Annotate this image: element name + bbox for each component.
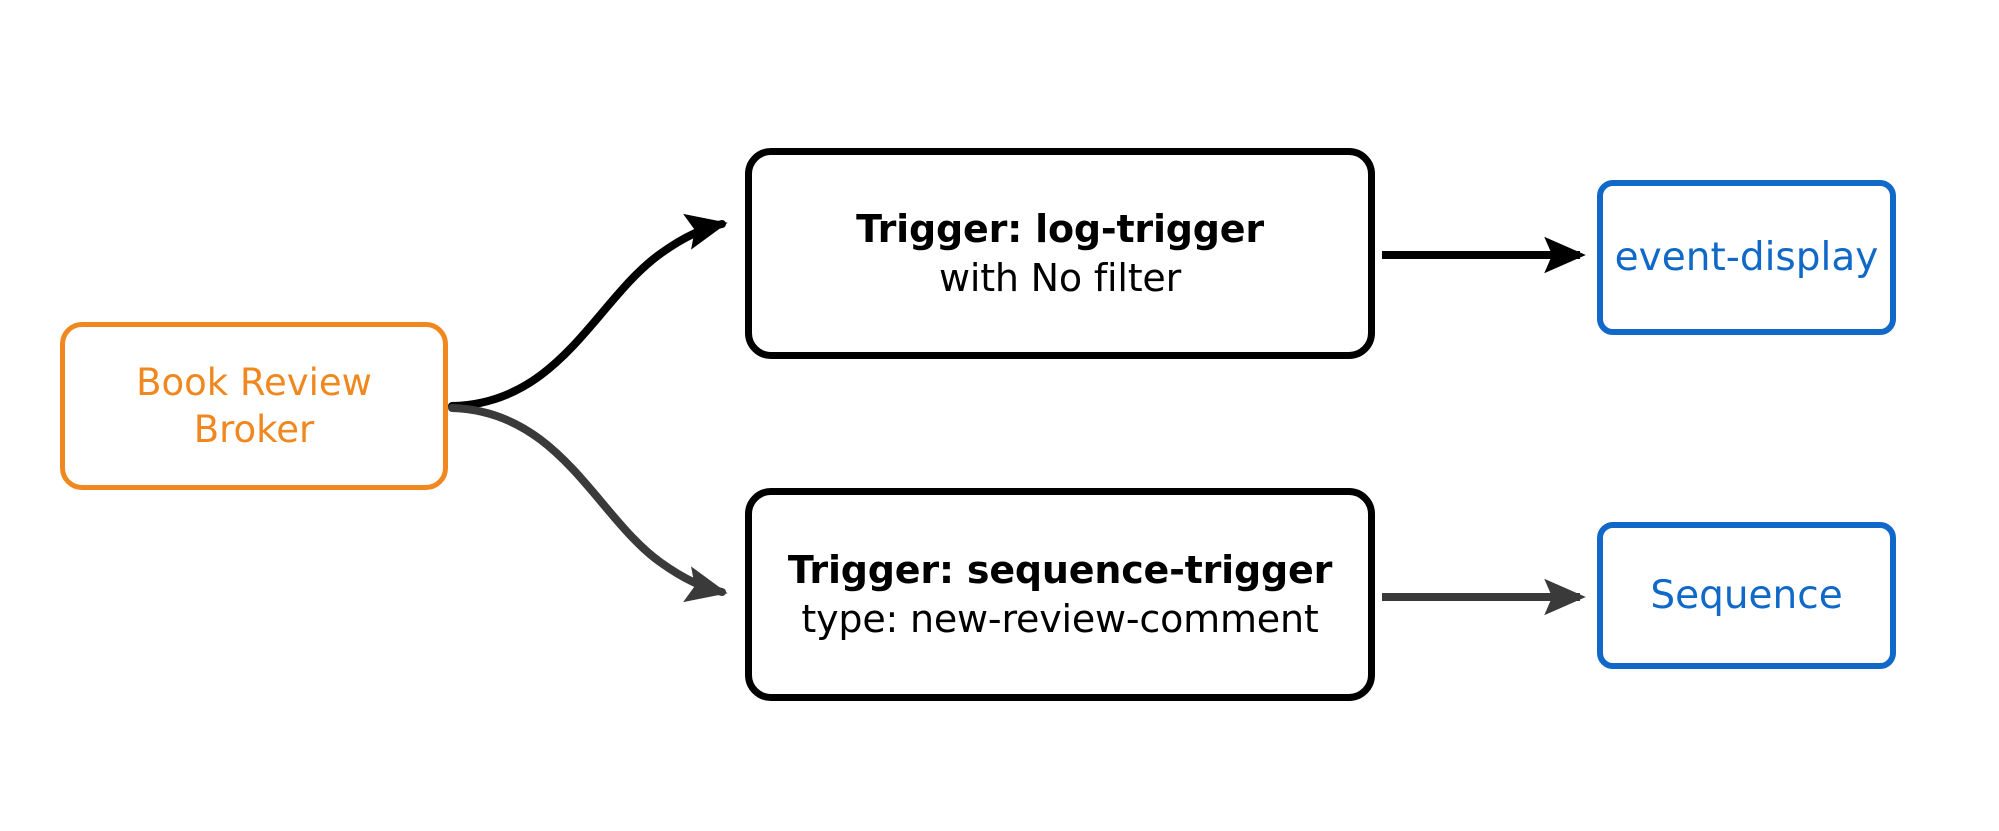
node-sequence-trigger-filter: type: new-review-comment — [801, 596, 1319, 641]
node-log-trigger-filter: with No filter — [938, 255, 1182, 300]
node-log-trigger-title: Trigger: log-trigger — [856, 206, 1264, 251]
node-sequence[interactable]: Sequence — [1597, 522, 1896, 669]
node-sequence-trigger-title: Trigger: sequence-trigger — [787, 547, 1333, 592]
node-book-review-broker[interactable]: Book Review Broker — [60, 322, 448, 490]
node-event-display[interactable]: event-display — [1597, 180, 1896, 335]
node-sequence-label: Sequence — [1650, 572, 1843, 618]
node-broker-line1: Book Review — [136, 360, 372, 404]
node-event-display-label: event-display — [1614, 234, 1879, 280]
node-broker-line2: Broker — [193, 408, 315, 451]
node-sequence-trigger[interactable]: Trigger: sequence-trigger type: new-revi… — [745, 488, 1375, 701]
edge-broker-to-sequence-trigger — [448, 404, 728, 603]
node-log-trigger[interactable]: Trigger: log-trigger with No filter — [745, 148, 1375, 359]
edge-broker-to-log-trigger — [448, 213, 728, 410]
